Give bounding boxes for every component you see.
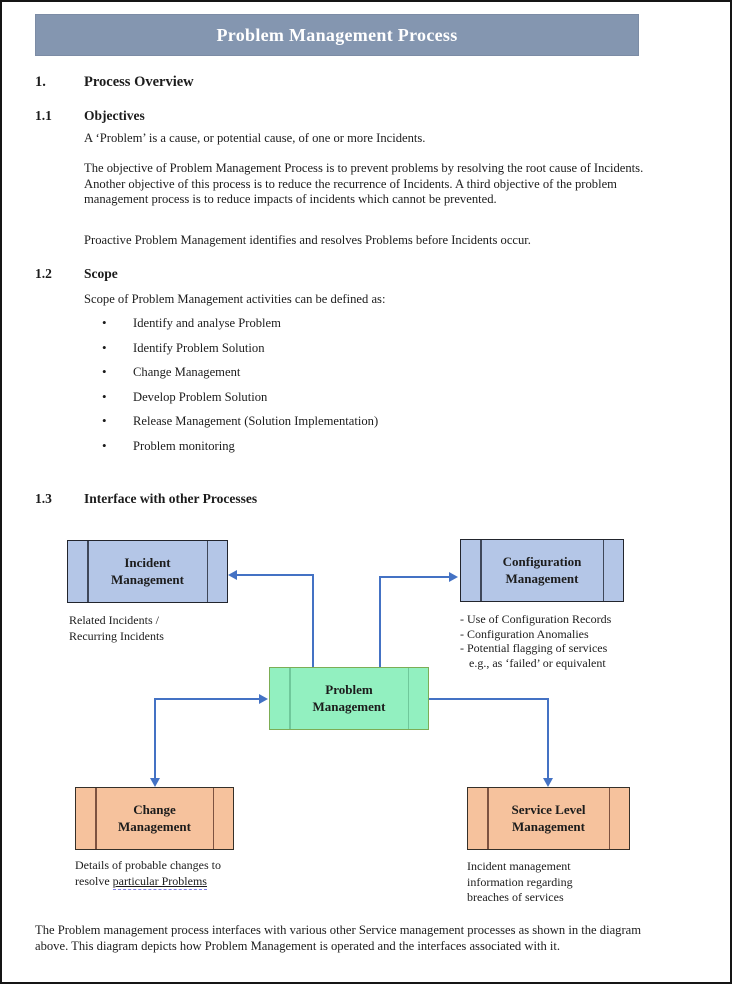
connector-line (429, 698, 548, 700)
heading-text: Process Overview (84, 74, 194, 90)
bullet-icon: • (102, 437, 107, 453)
caption-change: Details of probable changes to resolve p… (75, 857, 257, 890)
heading-objectives: 1.1 Objectives (35, 108, 145, 124)
connector-line (154, 698, 260, 700)
scope-bullet-item: • Develop Problem Solution (102, 388, 622, 406)
particular-problems-link[interactable]: particular Problems (112, 874, 207, 890)
node-label: Service Level Management (511, 802, 586, 834)
node-label: Problem Management (312, 682, 386, 714)
scope-bullet-text: Identify and analyse Problem (133, 316, 281, 330)
scope-intro: Scope of Problem Management activities c… (84, 292, 386, 306)
heading-number: 1. (35, 74, 46, 90)
heading-process-overview: 1. Process Overview (35, 74, 194, 91)
node-problem-management: Problem Management (269, 667, 429, 730)
arrowhead-down-icon (150, 778, 160, 787)
scope-bullet-text: Problem monitoring (133, 438, 235, 453)
node-change-management: Change Management (75, 787, 234, 850)
heading-number: 1.1 (35, 108, 52, 123)
heading-number: 1.3 (35, 491, 52, 506)
connector-line (237, 574, 314, 576)
scope-bullet-text: Identify Problem Solution (133, 340, 265, 355)
scope-bullet-text: Release Management (Solution Implementat… (133, 414, 379, 428)
arrowhead-left-icon (228, 570, 237, 580)
bullet-icon: • (102, 339, 107, 355)
node-incident-management: Incident Management (67, 540, 228, 603)
bullet-icon: • (102, 413, 107, 428)
heading-scope: 1.2 Scope (35, 266, 118, 282)
connector-line (379, 576, 450, 578)
connector-line (379, 576, 381, 667)
connector-line (312, 574, 314, 667)
arrowhead-down-icon (543, 778, 553, 787)
scope-bullet-text: Change Management (133, 365, 241, 379)
bullet-icon: • (102, 364, 107, 379)
bullet-icon: • (102, 315, 107, 330)
scope-bullet-item: • Identify Problem Solution (102, 339, 622, 357)
scope-bullet-item: • Identify and analyse Problem (102, 315, 622, 332)
heading-text: Objectives (84, 108, 145, 123)
node-label: Incident Management (111, 555, 184, 587)
arrowhead-right-icon (259, 694, 268, 704)
caption-service-level: Incident management information regardin… (467, 859, 573, 904)
heading-text: Interface with other Processes (84, 491, 258, 506)
heading-text: Scope (84, 266, 118, 281)
node-label: Change Management (118, 802, 191, 834)
closing-paragraph: The Problem management process interface… (35, 923, 642, 954)
title-banner: Problem Management Process (35, 14, 639, 56)
interface-diagram: Incident Management Configuration Manage… (2, 512, 730, 920)
objectives-paragraph-3: Proactive Problem Management identifies … (84, 233, 531, 247)
scope-bullet-text: Develop Problem Solution (133, 389, 268, 404)
bullet-icon: • (102, 388, 107, 404)
connector-line (547, 698, 549, 779)
node-label: Configuration Management (502, 554, 582, 586)
heading-number: 1.2 (35, 266, 52, 281)
caption-configuration: - Use of Configuration Records - Configu… (460, 612, 612, 670)
scope-bullet-item: • Problem monitoring (102, 437, 622, 455)
scope-bullet-item: • Release Management (Solution Implement… (102, 413, 622, 430)
page-title: Problem Management Process (216, 24, 458, 45)
arrowhead-right-icon (449, 572, 458, 582)
connector-line (154, 698, 156, 779)
heading-interface-processes: 1.3 Interface with other Processes (35, 491, 257, 507)
caption-incident: Related Incidents / Recurring Incidents (69, 613, 164, 643)
scope-bullet-list: • Identify and analyse Problem • Identif… (102, 315, 622, 463)
scope-bullet-item: • Change Management (102, 364, 622, 381)
objectives-paragraph-1: A ‘Problem’ is a cause, or potential cau… (84, 131, 426, 145)
caption-change-text: Details of probable changes to resolve (75, 858, 224, 888)
objectives-paragraph-2: The objective of Problem Management Proc… (84, 161, 644, 207)
node-configuration-management: Configuration Management (460, 539, 624, 602)
node-service-level-management: Service Level Management (467, 787, 630, 850)
